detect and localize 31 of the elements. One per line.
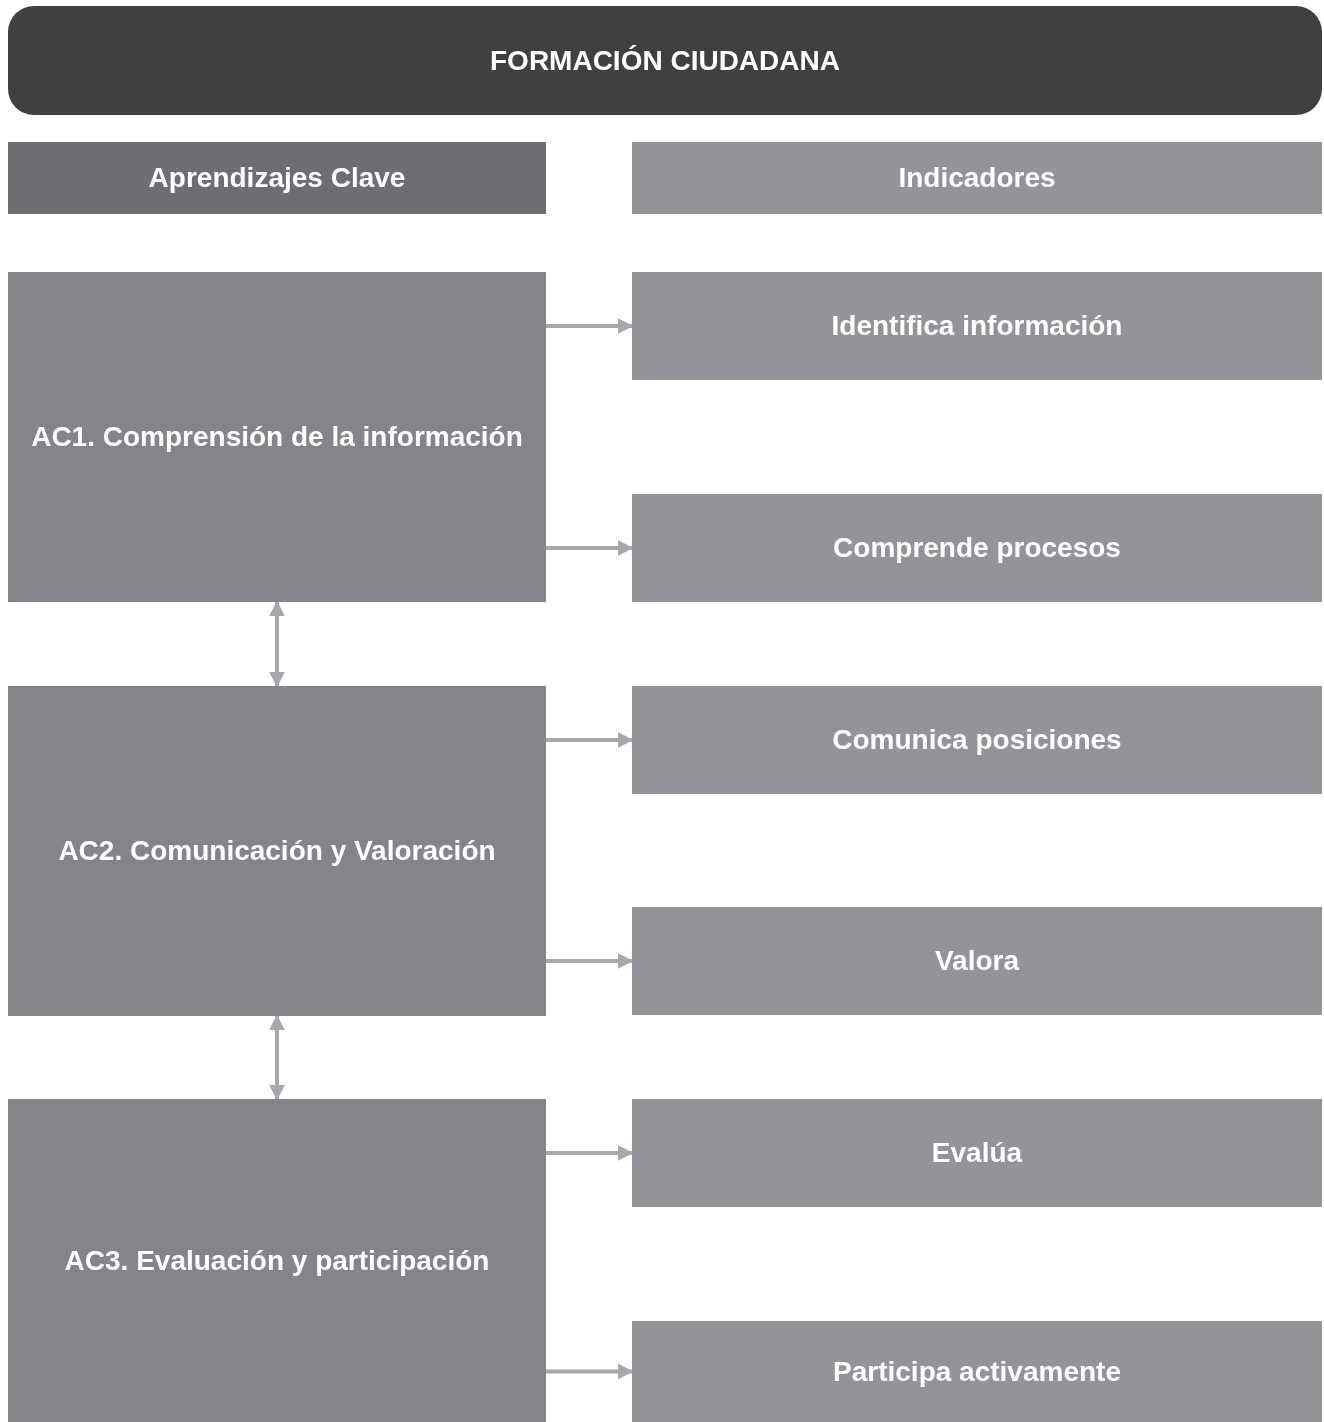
node-label: Comunica posiciones xyxy=(832,723,1122,758)
node-label: AC1. Comprensión de la información xyxy=(31,420,523,455)
learning-box xyxy=(8,686,546,1016)
indicator-box xyxy=(632,686,1322,794)
node-label: Comprende procesos xyxy=(833,531,1121,566)
node-label: AC3. Evaluación y participación xyxy=(64,1243,490,1278)
node-label: Identifica información xyxy=(831,309,1123,344)
node-label: Participa activamente xyxy=(833,1354,1121,1389)
arrow xyxy=(546,1145,634,1161)
arrow xyxy=(546,540,634,556)
arrow xyxy=(546,318,634,334)
indicator-box xyxy=(632,907,1322,1015)
arrow xyxy=(546,953,634,969)
node-label: Evalúa xyxy=(931,1136,1023,1171)
indicator-box xyxy=(632,1099,1322,1207)
learning-box xyxy=(8,272,546,602)
indicator-box xyxy=(632,272,1322,380)
title-text: FORMACIÓN CIUDADANA xyxy=(490,44,840,77)
learning-box xyxy=(8,1099,546,1422)
arrow xyxy=(269,600,285,688)
arrow xyxy=(546,732,634,748)
column-header xyxy=(632,142,1322,214)
column-header xyxy=(8,142,546,214)
indicator-box xyxy=(632,494,1322,602)
node-label: Aprendizajes Clave xyxy=(148,161,406,196)
arrow xyxy=(546,1363,634,1380)
node-label: AC2. Comunicación y Valoración xyxy=(58,834,496,869)
indicator-box xyxy=(632,1321,1322,1422)
arrow xyxy=(269,1014,285,1101)
node-label: Indicadores xyxy=(898,161,1056,196)
node-label: Valora xyxy=(934,944,1020,979)
